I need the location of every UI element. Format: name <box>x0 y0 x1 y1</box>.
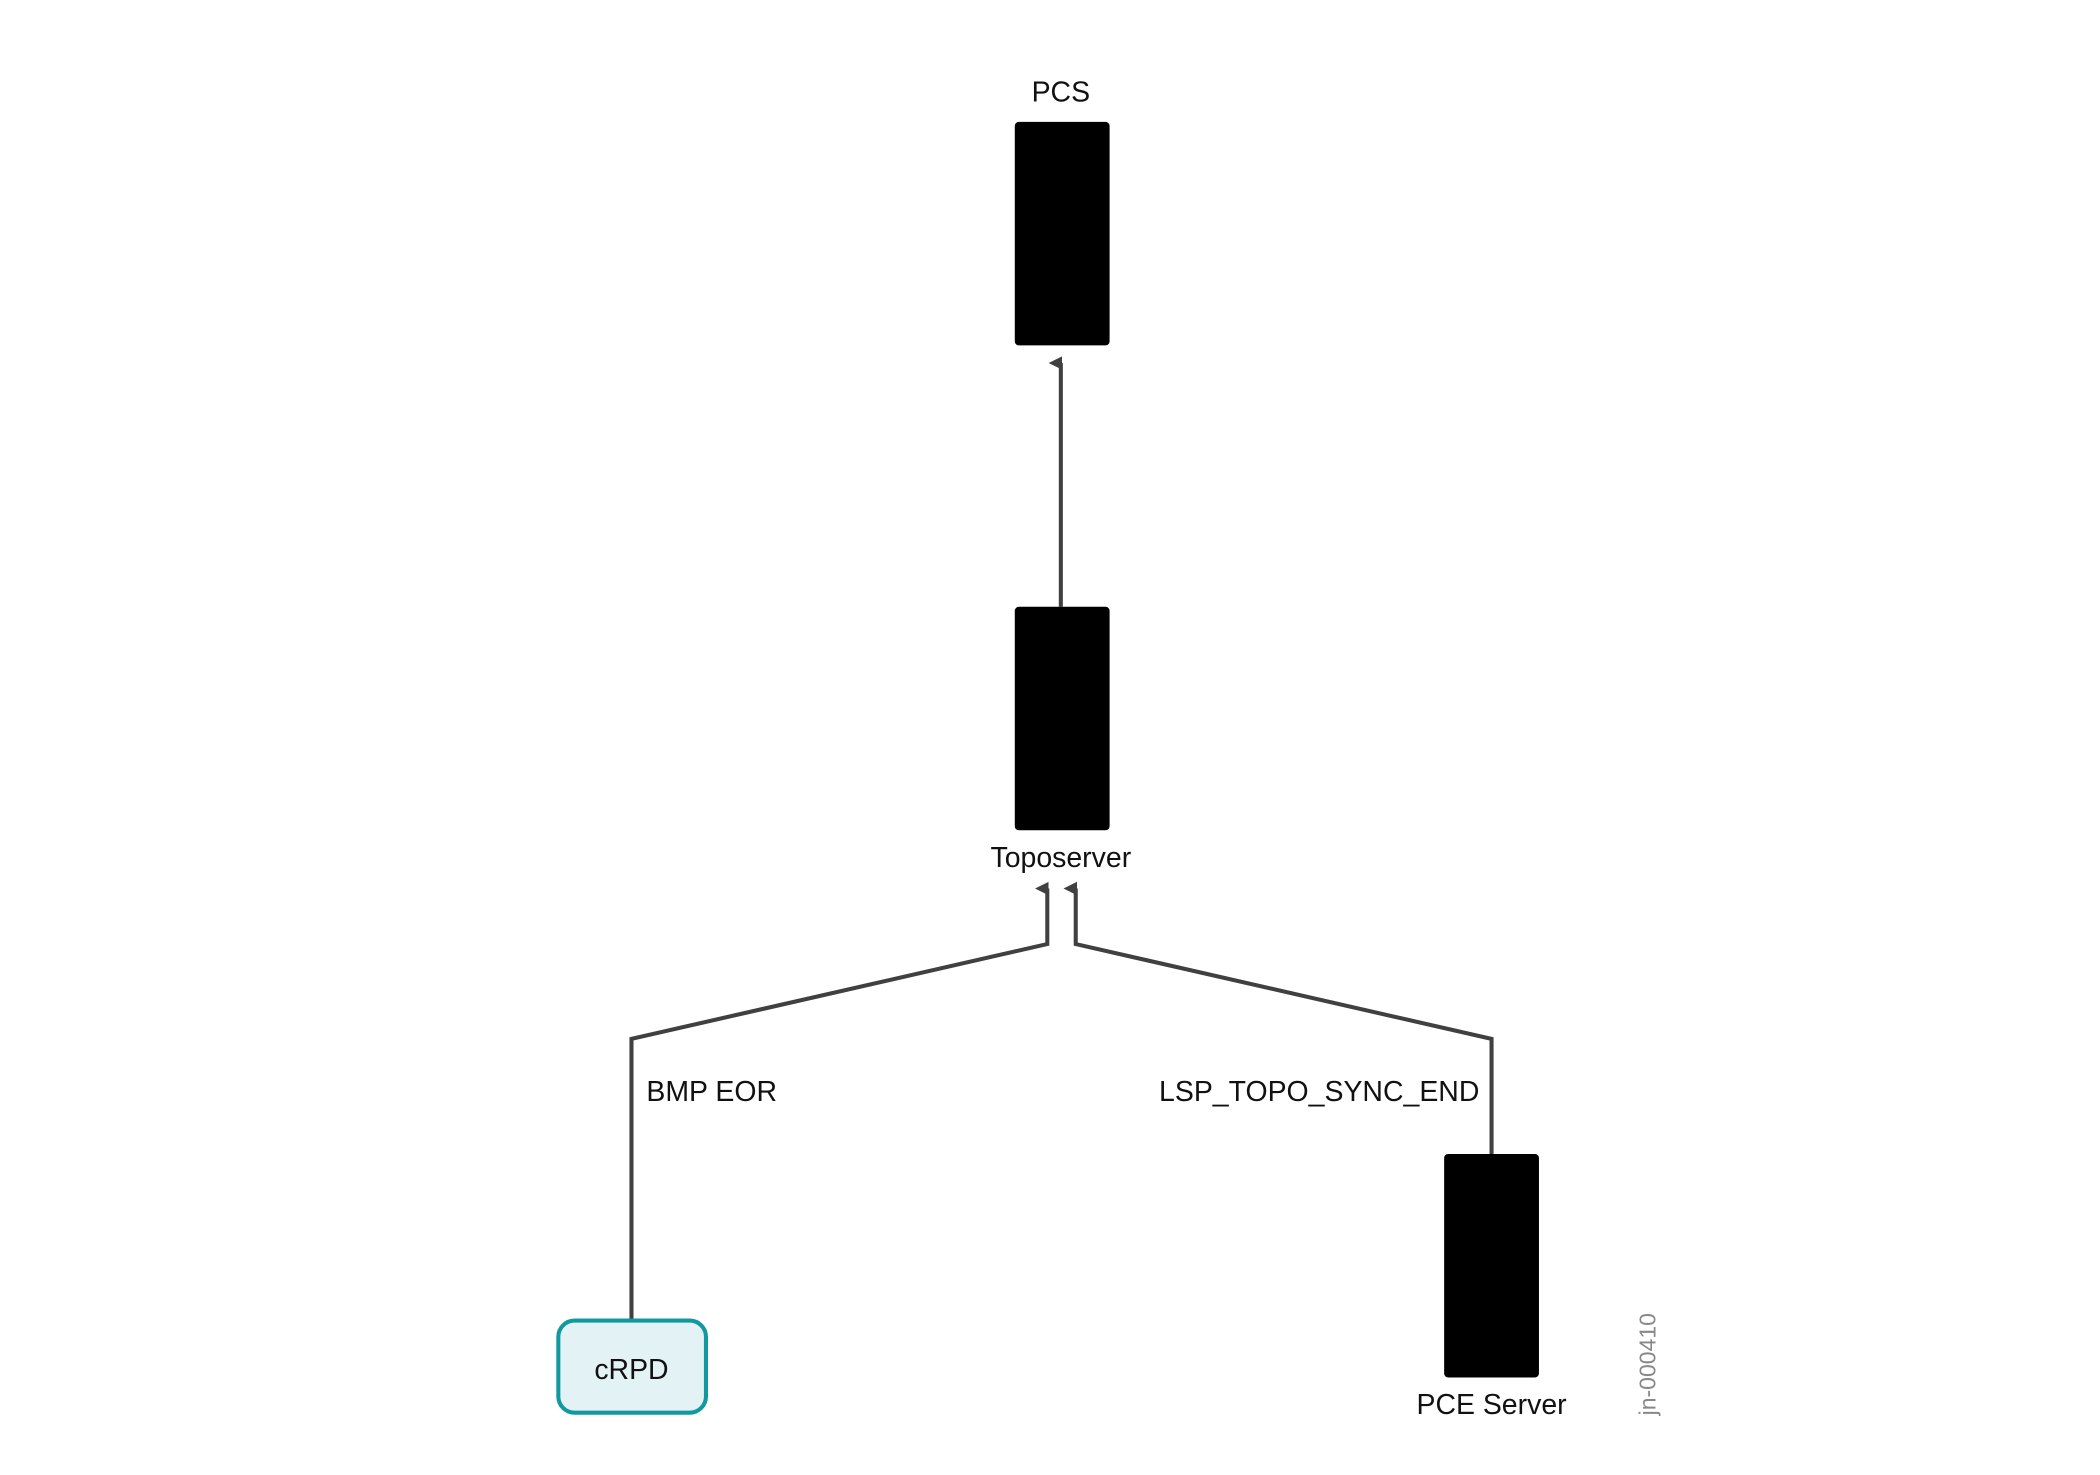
pcs-label: PCS <box>1032 77 1090 109</box>
crpd-label: cRPD <box>594 1354 668 1386</box>
pcs-node: PCS <box>1014 77 1110 346</box>
server-icon <box>1444 1153 1539 1378</box>
toposerver-node: Toposerver <box>990 606 1131 874</box>
bmp-eor-label: BMP EOR <box>646 1076 777 1108</box>
server-icon <box>1014 606 1110 831</box>
figure-id: jn-000410 <box>1634 1313 1660 1416</box>
pce-server-node: PCE Server <box>1416 1153 1567 1421</box>
crpd-node: cRPD <box>556 1318 709 1415</box>
crpd-box <box>556 1318 709 1415</box>
pce-server-label: PCE Server <box>1416 1389 1566 1421</box>
lsp-topo-sync-end-label: LSP_TOPO_SYNC_END <box>1159 1076 1479 1108</box>
edge-crpd-to-topo <box>629 881 1050 1321</box>
edge-pce-to-topo <box>1063 881 1494 1154</box>
server-icon <box>1014 121 1110 346</box>
toposerver-label: Toposerver <box>990 842 1131 874</box>
